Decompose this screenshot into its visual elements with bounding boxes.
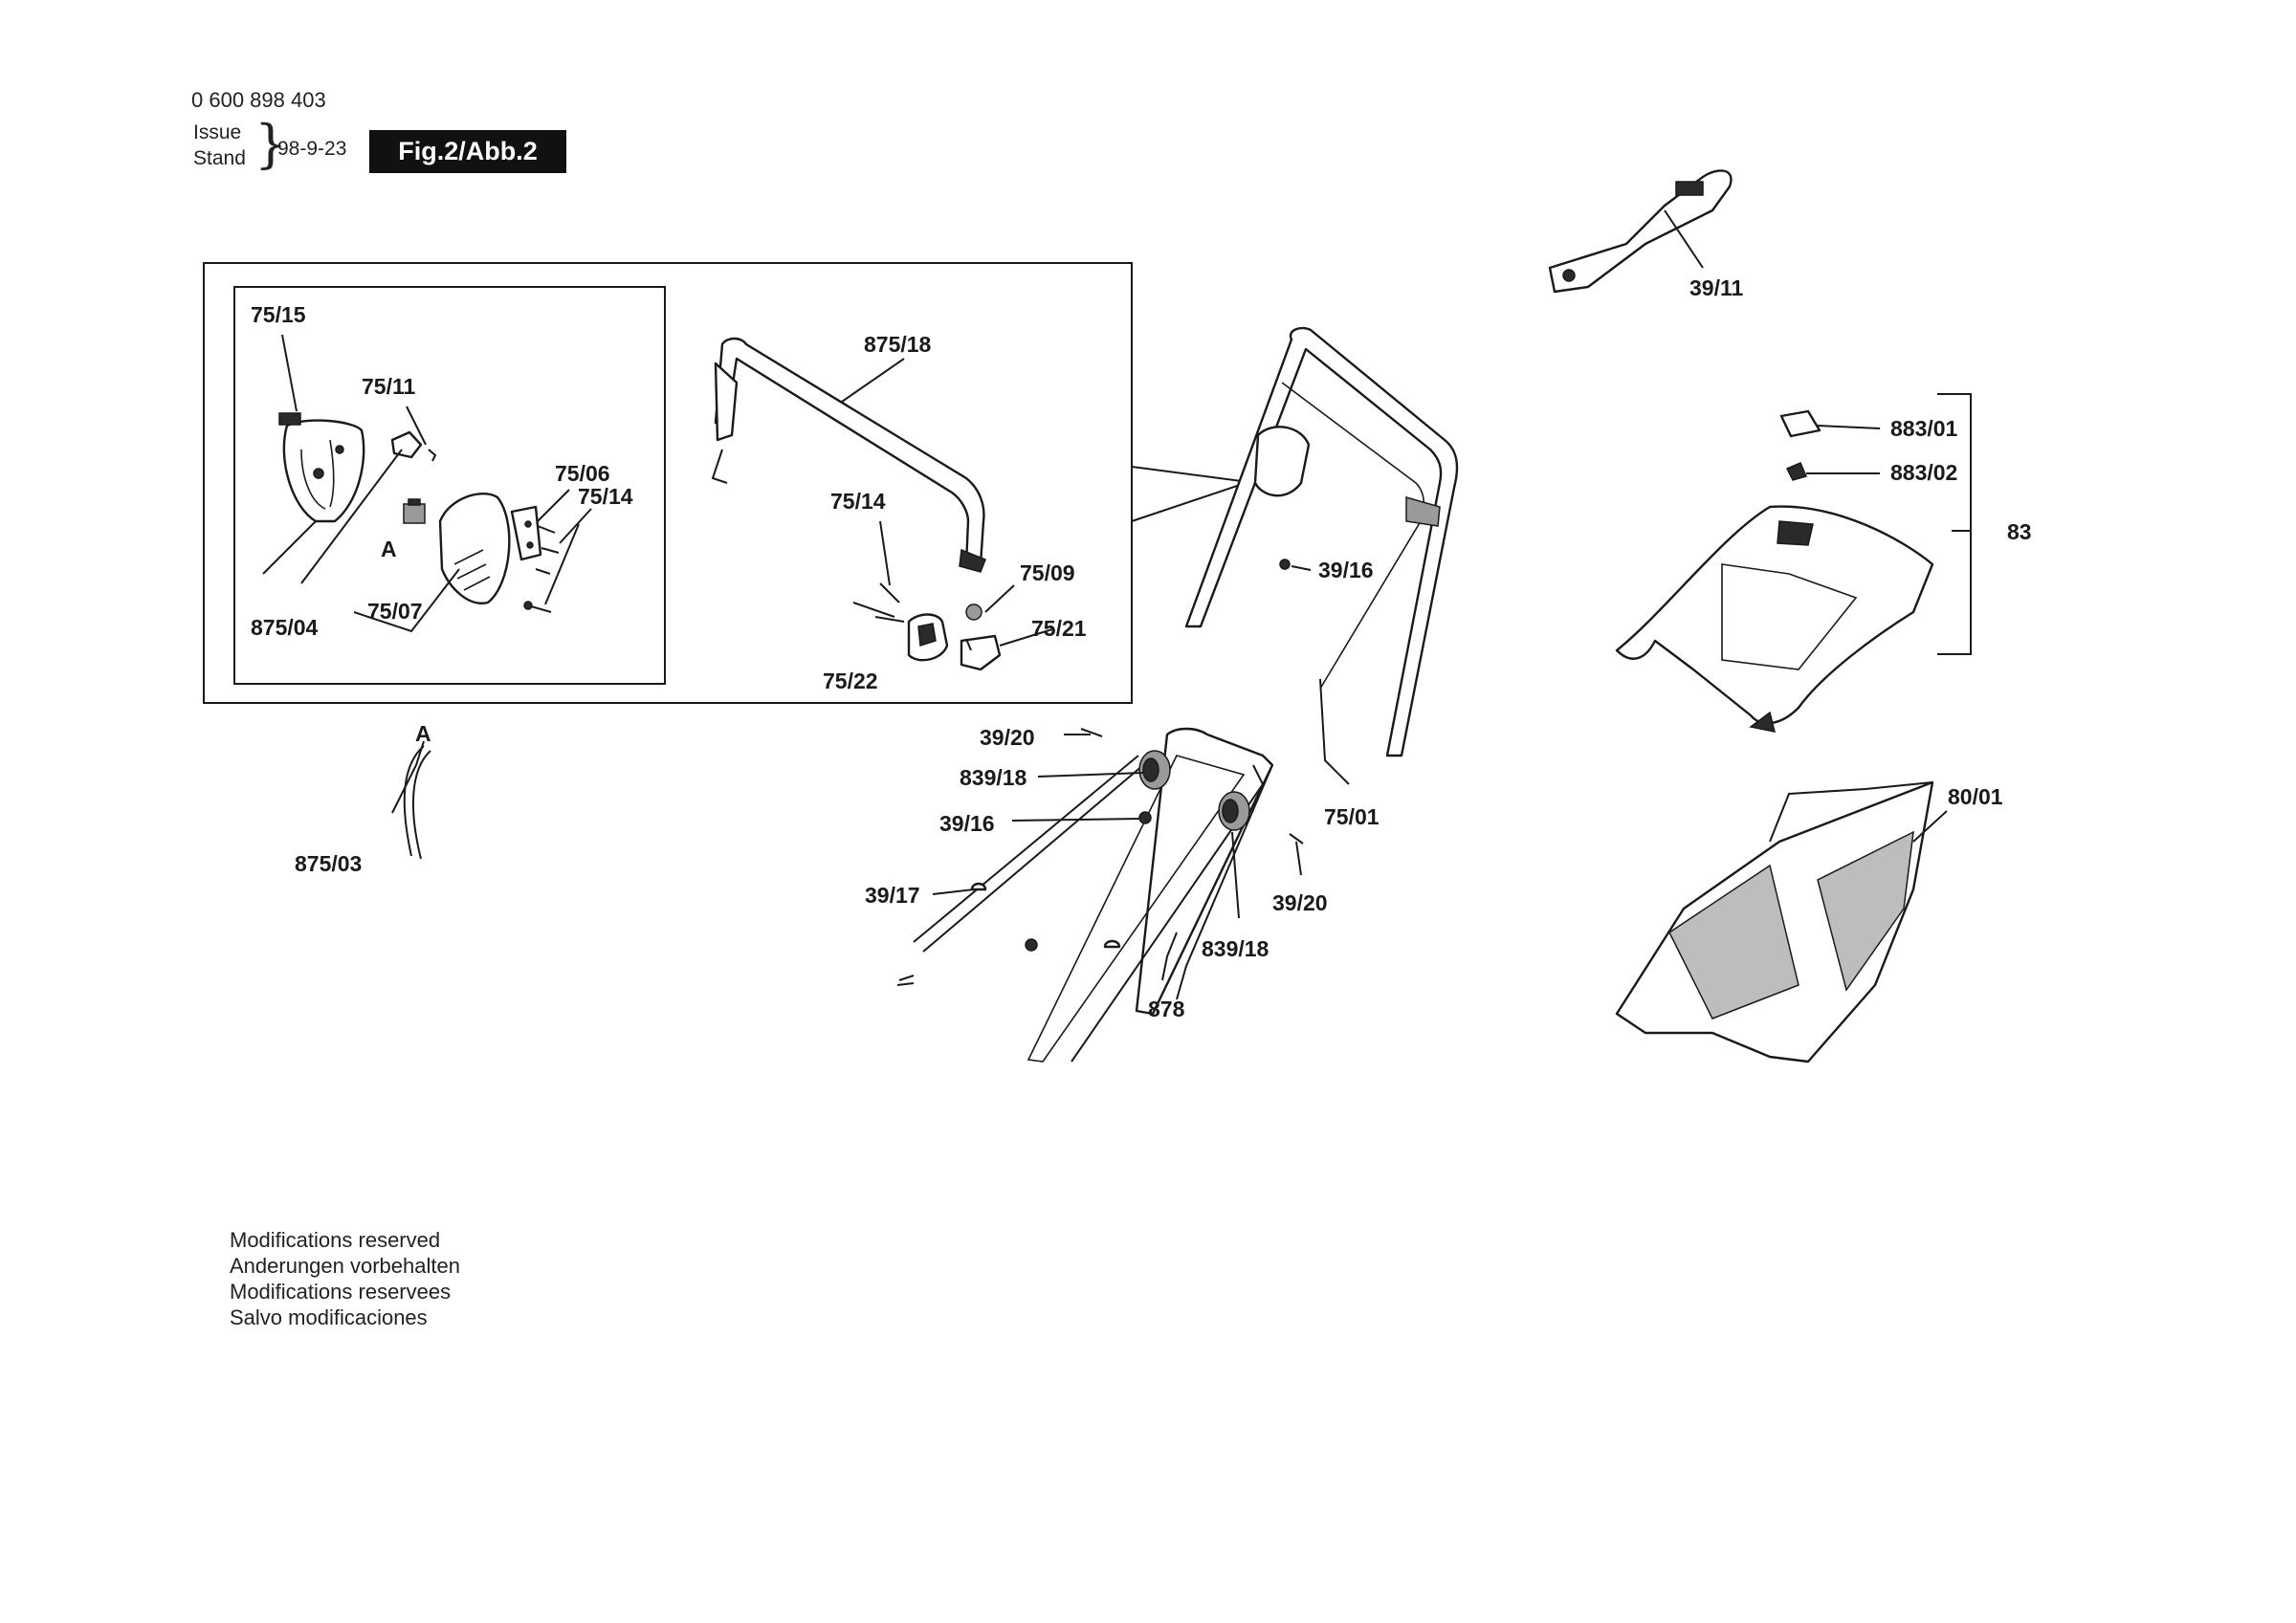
clip-part <box>390 430 437 462</box>
mounting-plate <box>510 505 560 613</box>
mower-blade <box>1548 169 1733 294</box>
callout-39-20-lower: 39/20 <box>1272 890 1328 915</box>
detail-frame <box>203 262 1249 704</box>
small-fasteners <box>970 559 1304 952</box>
notice-line-fr: Modifications reservees <box>230 1280 452 1304</box>
callout-875-04: 875/04 <box>251 615 319 640</box>
callout-878: 878 <box>1148 997 1185 1021</box>
switch-screws <box>852 582 905 623</box>
callout-39-17: 39/17 <box>865 883 920 908</box>
knob-upper <box>1138 750 1171 790</box>
grass-box <box>1615 780 1934 1064</box>
callout-80-01: 80/01 <box>1948 784 2003 809</box>
issue-date: 98-9-23 <box>277 138 347 160</box>
callout-a-inset: A <box>381 537 397 561</box>
notice-line-en: Modifications reserved <box>230 1228 441 1252</box>
switch-button <box>907 603 1002 671</box>
grass-box-cover <box>1615 505 1934 733</box>
figure-badge: Fig.2/Abb.2 <box>369 130 566 173</box>
part-number: 0 600 898 403 <box>191 88 326 112</box>
micro-switch <box>403 498 426 524</box>
lower-handle <box>896 727 1274 1063</box>
callout-a-cable: A <box>415 721 431 746</box>
notice-line-de: Anderungen vorbehalten <box>230 1254 460 1278</box>
switch-housing-left <box>278 412 365 523</box>
callout-labels: 75/15 75/11 75/06 75/14 A 75/07 875/04 8… <box>251 275 2032 1021</box>
notice-line-es: Salvo modificaciones <box>230 1305 428 1329</box>
brace-glyph: } <box>254 114 288 174</box>
callout-75-01: 75/01 <box>1324 804 1380 829</box>
callout-39-16-upper: 39/16 <box>1318 558 1374 582</box>
switch-housing-right <box>438 493 511 604</box>
callout-75-21: 75/21 <box>1031 616 1087 641</box>
callout-75-22: 75/22 <box>823 669 878 693</box>
callout-39-11: 39/11 <box>1689 275 1743 300</box>
callout-875-03: 875/03 <box>295 851 362 876</box>
callout-883-01: 883/01 <box>1890 416 1958 441</box>
callout-75-06: 75/06 <box>555 461 610 486</box>
callout-75-09: 75/09 <box>1020 560 1075 585</box>
callout-75-15: 75/15 <box>251 302 306 327</box>
cover-bracket <box>1937 393 1972 655</box>
callout-839-18-lower: 839/18 <box>1202 936 1269 961</box>
callout-839-18-upper: 839/18 <box>960 765 1027 790</box>
knob-lower <box>1218 791 1250 831</box>
callout-875-18: 875/18 <box>864 332 932 357</box>
issue-label: Issue <box>193 121 242 143</box>
callout-75-11: 75/11 <box>362 374 415 399</box>
callout-75-07: 75/07 <box>367 599 423 624</box>
callout-39-20-upper: 39/20 <box>980 725 1035 750</box>
upper-handle <box>711 337 986 573</box>
stand-label: Stand <box>193 147 246 169</box>
main-handle <box>1184 326 1459 757</box>
callout-83: 83 <box>2007 519 2032 544</box>
modifications-notice: Modifications reserved Anderungen vorbeh… <box>230 1227 460 1330</box>
callout-883-02: 883/02 <box>1890 460 1957 485</box>
callout-75-14-switch: 75/14 <box>830 489 886 514</box>
callout-39-16-lower: 39/16 <box>939 811 995 836</box>
leader-lines <box>262 209 1971 981</box>
cover-insert <box>1779 409 1821 481</box>
callout-75-14-inset: 75/14 <box>578 484 633 509</box>
